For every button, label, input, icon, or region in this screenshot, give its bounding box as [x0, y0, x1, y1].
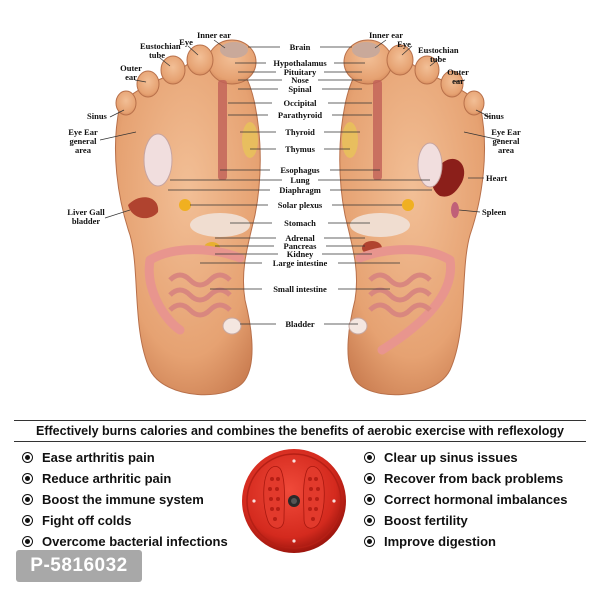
benefit-text: Reduce arthritic pain: [42, 471, 172, 486]
label-diaphragm: Diaphragm: [279, 185, 321, 195]
twist-disc-product-image: [242, 449, 346, 553]
left-toe-4: [136, 70, 160, 98]
benefit-item: Reduce arthritic pain: [22, 468, 228, 489]
label-left-outer-ear: Outer ear: [120, 63, 142, 82]
label-thyroid: Thyroid: [285, 127, 315, 137]
label-hypothalamus: Hypothalamus: [273, 58, 327, 68]
label-adrenal: Adrenal: [285, 233, 315, 243]
label-left-inner-ear: Inner ear: [196, 30, 232, 40]
label-left-eye-ear-general-area: Eye Ear general area: [68, 127, 98, 155]
benefit-item: Improve digestion: [364, 531, 568, 552]
right-foot: [339, 39, 486, 396]
label-pancreas: Pancreas: [283, 241, 317, 251]
product-code-badge: P-5816032: [16, 550, 142, 582]
benefit-text: Improve digestion: [384, 534, 496, 549]
right-toe-5: [463, 90, 485, 116]
bullet-icon: [364, 452, 375, 463]
benefit-item: Overcome bacterial infections: [22, 531, 228, 552]
bullet-icon: [22, 452, 33, 463]
label-small-intestine: Small intestine: [273, 284, 327, 294]
benefit-text: Boost fertility: [384, 513, 468, 528]
bullet-icon: [364, 536, 375, 547]
label-right-inner-ear: Inner ear: [368, 30, 404, 40]
label-nose: Nose: [291, 75, 309, 85]
benefit-item: Fight off colds: [22, 510, 228, 531]
benefit-item: Correct hormonal imbalances: [364, 489, 568, 510]
label-esophagus: Esophagus: [280, 165, 320, 175]
left-foot: [114, 39, 261, 396]
benefit-text: Overcome bacterial infections: [42, 534, 228, 549]
leader-lines: [99, 39, 501, 325]
label-right-eustochian-tube: Eustochian tube: [418, 45, 459, 64]
bullet-icon: [22, 494, 33, 505]
benefits-list-right: Clear up sinus issues Recover from back …: [364, 447, 568, 552]
label-right-sinus: Sinus: [484, 111, 504, 121]
tagline-banner: Effectively burns calories and combines …: [14, 420, 586, 442]
label-left-sinus: Sinus: [87, 111, 107, 121]
label-parathyroid: Parathyroid: [277, 110, 323, 120]
left-toe-2: [186, 44, 214, 76]
label-right-outer-ear: Outer ear: [447, 67, 469, 86]
label-thymus: Thymus: [285, 144, 315, 154]
label-right-eye: Eye: [397, 39, 411, 49]
label-brain: Brain: [289, 42, 311, 52]
bullet-icon: [364, 494, 375, 505]
label-kidney: Kidney: [286, 249, 314, 259]
benefit-text: Correct hormonal imbalances: [384, 492, 568, 507]
bullet-icon: [22, 473, 33, 484]
label-lung: Lung: [290, 175, 310, 185]
label-pituitary: Pituitary: [283, 67, 317, 77]
benefit-text: Recover from back problems: [384, 471, 564, 486]
label-large-intestine: Large intestine: [272, 258, 328, 268]
bullet-icon: [22, 515, 33, 526]
benefit-item: Boost the immune system: [22, 489, 228, 510]
benefit-item: Boost fertility: [364, 510, 568, 531]
label-occipital: Occipital: [283, 98, 317, 108]
right-toe-3: [414, 55, 440, 85]
left-toe-3: [160, 55, 186, 85]
right-toe-4: [440, 70, 464, 98]
left-toe-5: [115, 90, 137, 116]
label-stomach: Stomach: [284, 218, 316, 228]
right-toe-2: [386, 44, 414, 76]
label-right-eye-ear-general-area: Eye Ear general area: [491, 127, 521, 155]
bullet-icon: [364, 515, 375, 526]
label-left-eustochian-tube: Eustochian tube: [140, 41, 181, 60]
benefit-item: Ease arthritis pain: [22, 447, 228, 468]
bullet-icon: [364, 473, 375, 484]
bullet-icon: [22, 536, 33, 547]
label-spleen: Spleen: [482, 207, 507, 217]
label-bladder: Bladder: [285, 319, 315, 329]
label-liver-gall-bladder: Liver Gall bladder: [67, 207, 105, 226]
label-solar-plexus: Solar plexus: [277, 200, 323, 210]
benefit-text: Ease arthritis pain: [42, 450, 155, 465]
benefit-text: Boost the immune system: [42, 492, 204, 507]
benefits-list-left: Ease arthritis pain Reduce arthritic pai…: [22, 447, 228, 552]
label-heart: Heart: [486, 173, 508, 183]
benefit-text: Fight off colds: [42, 513, 132, 528]
label-spinal: Spinal: [288, 84, 312, 94]
benefit-item: Clear up sinus issues: [364, 447, 568, 468]
benefit-item: Recover from back problems: [364, 468, 568, 489]
benefit-text: Clear up sinus issues: [384, 450, 518, 465]
reflexology-foot-chart: [99, 39, 501, 396]
label-left-eye: Eye: [179, 37, 193, 47]
